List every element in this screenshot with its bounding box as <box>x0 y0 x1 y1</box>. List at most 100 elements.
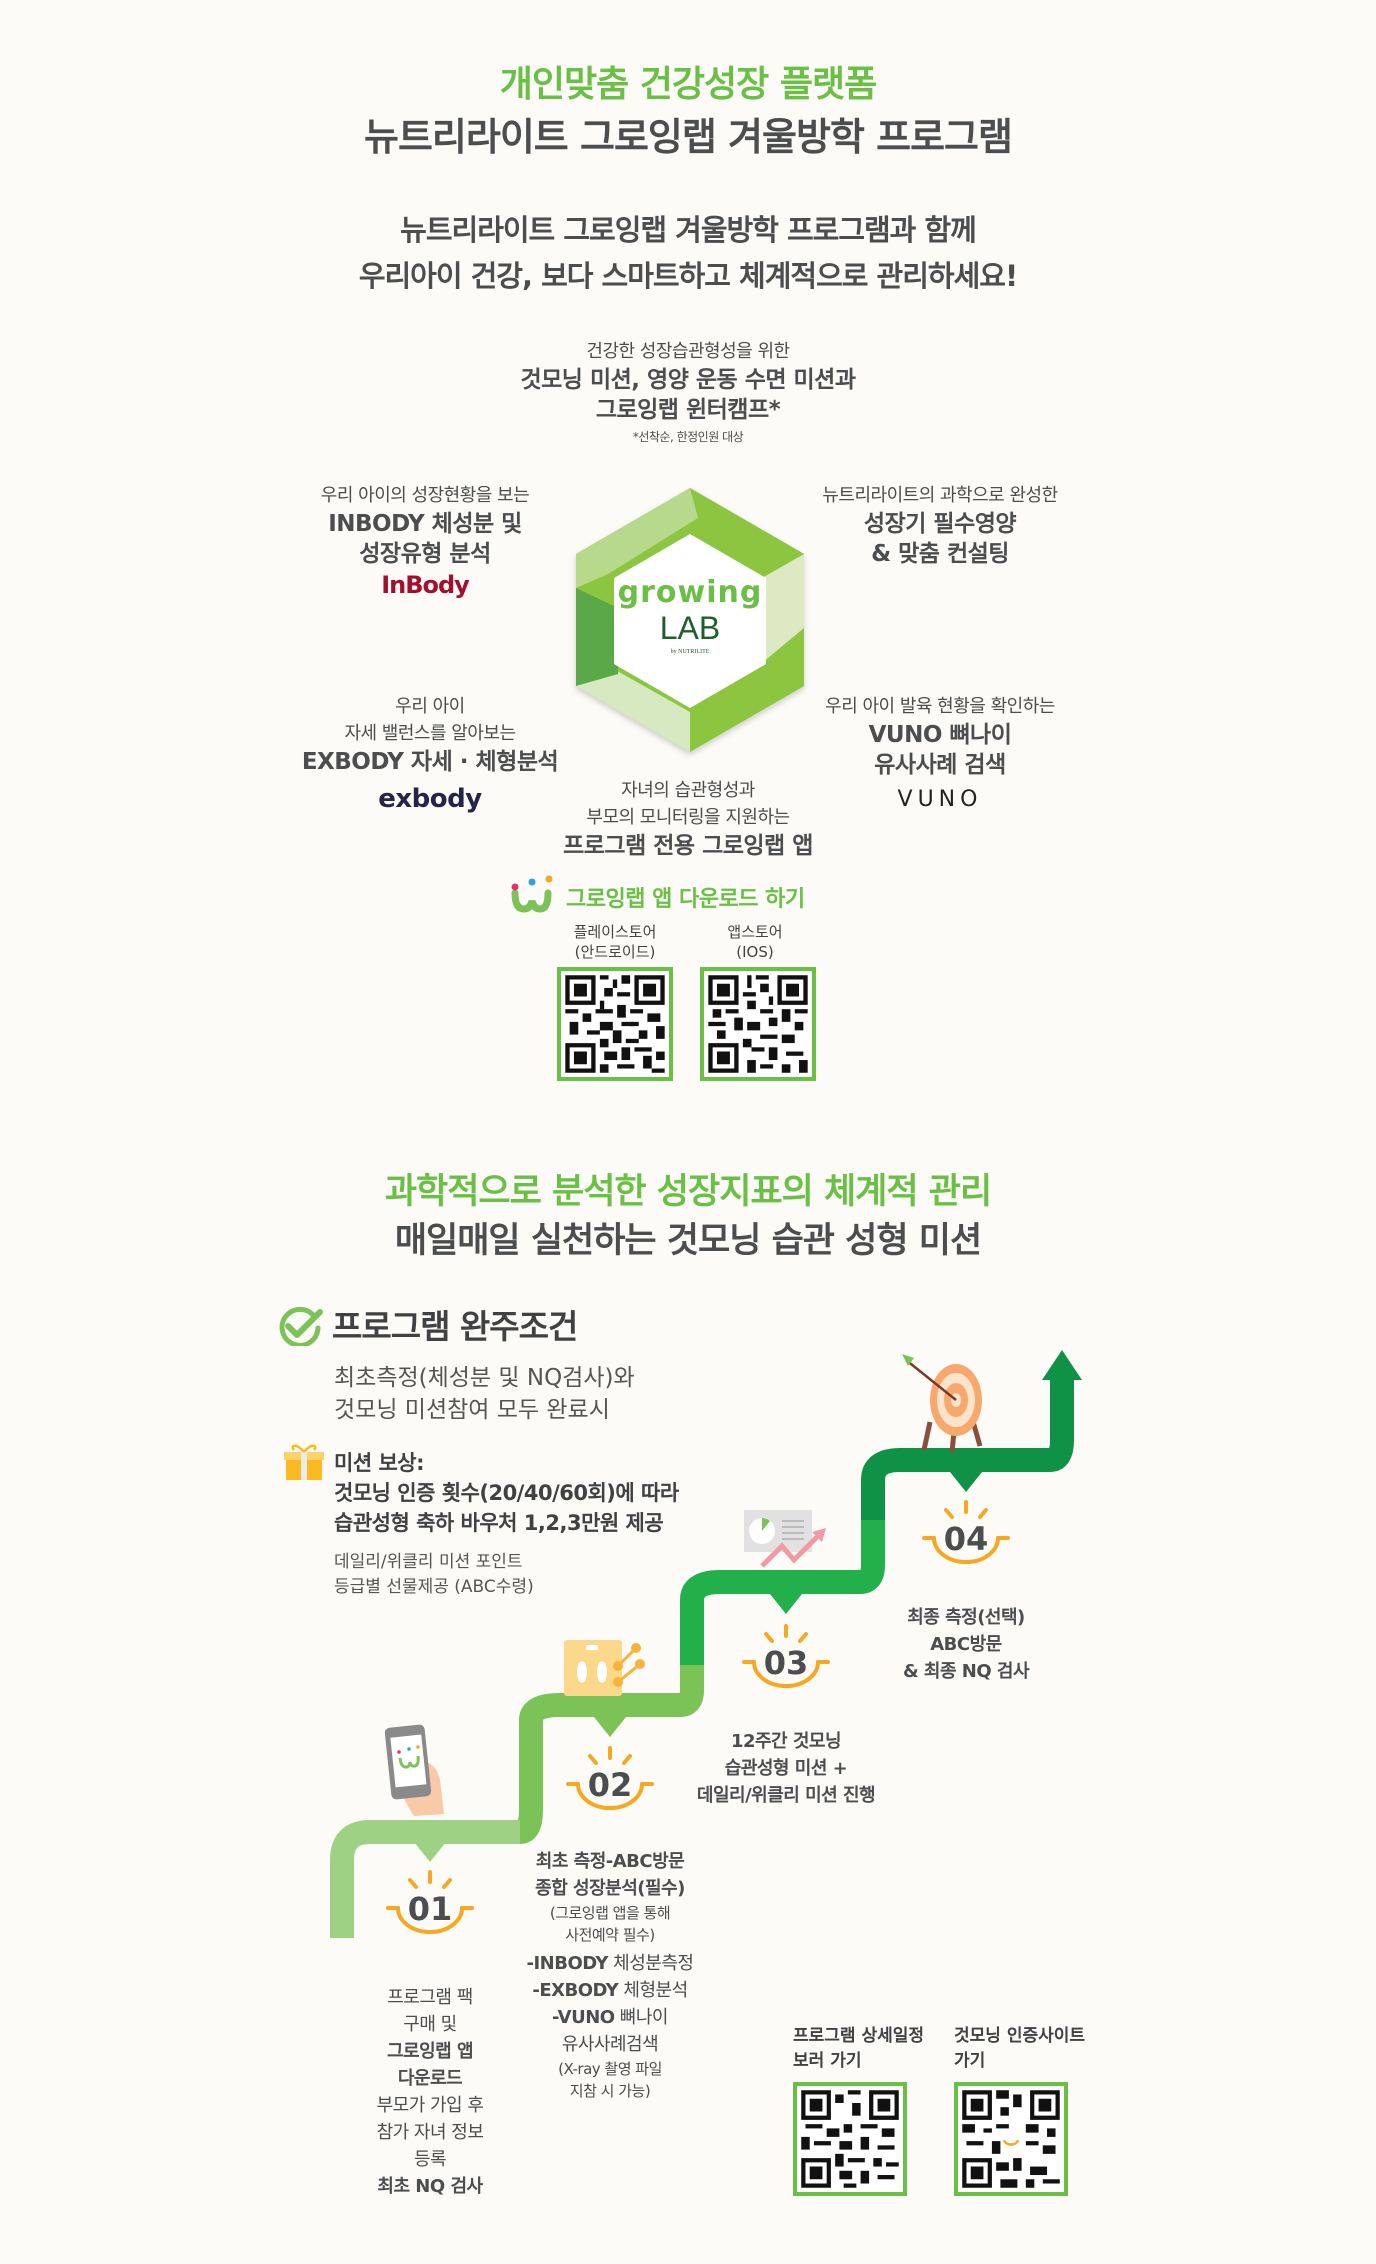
feature-title-2: 성장유형 분석 <box>359 541 491 567</box>
step-bold-line: 최초 측정-ABC방문 <box>535 1851 685 1872</box>
step-line: 부모가 가입 후 <box>376 2095 484 2116</box>
qr-code-icon <box>704 971 812 1077</box>
android-store-name: 플레이스토어 <box>573 923 657 941</box>
header-title: 뉴트리라이트 그로잉랩 겨울방학 프로그램 <box>364 115 1013 159</box>
step-line: 참가 자녀 정보 <box>376 2122 484 2143</box>
step-line: 프로그램 팩 <box>387 1987 473 2008</box>
item-text: 뼈나이 <box>614 2007 669 2028</box>
cert-line-1: 것모닝 인증사이트 <box>954 2026 1086 2046</box>
schedule-link-label[interactable]: 프로그램 상세일정 보러 가기 <box>793 2024 924 2074</box>
header-subtitle: 개인맞춤 건강성장 플랫폼 <box>499 64 877 105</box>
reward-title: 미션 보상: <box>334 1451 424 1475</box>
feature-lead-1: 우리 아이 <box>395 696 465 717</box>
feature-note: *선착순, 한정인원 대상 <box>632 430 744 444</box>
hexagon-ring-icon <box>576 488 804 752</box>
step-bold-line: 종합 성장분석(필수) <box>535 1878 685 1899</box>
feature-lead: 뉴트리라이트의 과학으로 완성한 <box>822 485 1058 506</box>
download-label: 그로잉랩 앱 다운로드 하기 <box>566 887 805 912</box>
step-line: 등록 <box>413 2149 447 2170</box>
qr-code-icon <box>958 2086 1064 2192</box>
item-text: 체성분측정 <box>607 1953 694 1974</box>
ios-qr-code[interactable] <box>700 967 816 1081</box>
step-note: 사전예약 필수) <box>565 1926 655 1944</box>
archery-target-icon <box>902 1354 983 1452</box>
feature-title: EXBODY 자세 · 체형분석 <box>301 749 559 775</box>
feature-title-2: 유사사례 검색 <box>874 752 1006 778</box>
check-circle-icon <box>279 1306 323 1346</box>
completion-heading: 프로그램 완주조건 <box>332 1307 578 1346</box>
step-number: 03 <box>763 1644 809 1682</box>
android-os-name: (안드로이드) <box>574 943 656 961</box>
step-bold-line: 다운로드 <box>397 2068 463 2089</box>
step-note: 지참 시 가능) <box>569 2082 651 2100</box>
step-line: 유사사례검색 <box>561 2034 659 2055</box>
intro-line-1: 뉴트리라이트 그로잉랩 겨울방학 프로그램과 함께 <box>400 213 977 247</box>
step-bold-line: 최종 측정(선택) <box>907 1607 1025 1628</box>
condition-line-2: 것모닝 미션참여 모두 완료시 <box>334 1397 610 1423</box>
feature-lead-2: 부모의 모니터링을 지원하는 <box>586 807 790 828</box>
vuno-logo: VUNO <box>897 787 983 812</box>
feature-title: 프로그램 전용 그로잉랩 앱 <box>563 833 813 859</box>
completion-conditions: 최초측정(체성분 및 NQ검사)와 것모닝 미션참여 모두 완료시 <box>334 1362 635 1426</box>
intro-text: 뉴트리라이트 그로잉랩 겨울방학 프로그램과 함께 우리아이 건강, 보다 스마… <box>0 207 1376 299</box>
qr-code-icon <box>797 2086 903 2192</box>
schedule-qr-code[interactable] <box>793 2082 907 2196</box>
feature-nutrition: 뉴트리라이트의 과학으로 완성한 성장기 필수영양 & 맞춤 컨설팅 <box>790 482 1090 569</box>
step-note: (그로잉랩 앱을 통해 <box>549 1904 671 1922</box>
reward-text: 미션 보상: 것모닝 인증 횟수(20/40/60회)에 따라 습관성형 축하 … <box>334 1448 679 1538</box>
extra-rewards: 데일리/위클리 미션 포인트 등급별 선물제공 (ABC수령) <box>334 1550 534 1600</box>
ios-os-name: (IOS) <box>736 943 774 961</box>
growing-app-icon <box>511 875 553 913</box>
feature-lead-2: 자세 밸런스를 알아보는 <box>344 723 516 744</box>
feature-lead: 우리 아이의 성장현황을 보는 <box>320 485 530 506</box>
android-qr-code[interactable] <box>557 967 673 1081</box>
feature-lead: 우리 아이 발육 현황을 확인하는 <box>825 696 1055 717</box>
reward-line-1: 것모닝 인증 횟수(20/40/60회)에 따라 <box>334 1481 679 1505</box>
item-text: 체형분석 <box>618 1980 688 2001</box>
step-bold-line: 최초 NQ 검사 <box>377 2176 483 2197</box>
intro-line-2: 우리아이 건강, 보다 스마트하고 체계적으로 관리하세요! <box>358 259 1018 293</box>
qr-code-icon <box>561 971 669 1077</box>
step-04-badge: 04 <box>916 1500 1016 1564</box>
step-03-badge: 03 <box>736 1624 836 1688</box>
feature-winter-camp: 건강한 성장습관형성을 위한 것모닝 미션, 영양 운동 수면 미션과 그로잉랩… <box>438 338 938 449</box>
step-01-badge: 01 <box>380 1870 480 1934</box>
step-line: 구매 및 <box>403 2014 457 2035</box>
body-scale-icon <box>564 1640 645 1696</box>
extra-line-1: 데일리/위클리 미션 포인트 <box>334 1552 523 1572</box>
phone-in-hand-icon <box>384 1724 444 1816</box>
feature-title-1: INBODY 체성분 및 <box>328 511 522 537</box>
logo-word-growing: growing <box>617 575 763 610</box>
feature-title-2: 그로잉랩 윈터캠프* <box>595 397 781 423</box>
reward-line-2: 습관성형 축하 바우처 1,2,3만원 제공 <box>334 1511 664 1535</box>
cert-site-qr-code[interactable] <box>954 2082 1068 2196</box>
step-number: 02 <box>587 1766 633 1804</box>
section2-title-2: 매일매일 실천하는 것모닝 습관 성형 미션 <box>394 1221 982 1261</box>
android-label: 플레이스토어 (안드로이드) <box>545 922 685 962</box>
feature-title-1: VUNO 뼈나이 <box>868 722 1012 748</box>
extra-line-2: 등급별 선물제공 (ABC수령) <box>334 1577 534 1597</box>
sun-smile-icon <box>922 1500 1010 1564</box>
step-03-description: 12주간 것모닝 습관성형 미션 + 데일리/위클리 미션 진행 <box>676 1728 896 1809</box>
cert-site-link-label[interactable]: 것모닝 인증사이트 가기 <box>954 2024 1085 2074</box>
feature-title-1: 성장기 필수영양 <box>863 511 1017 537</box>
feature-exbody: 우리 아이 자세 밸런스를 알아보는 EXBODY 자세 · 체형분석 exbo… <box>280 693 580 821</box>
ios-label: 앱스토어 (IOS) <box>685 922 825 962</box>
sun-smile-icon <box>386 1870 474 1934</box>
logo-word-lab: LAB <box>659 610 721 646</box>
step-bold-line: ABC방문 <box>930 1634 1002 1655</box>
feature-vuno: 우리 아이 발육 현황을 확인하는 VUNO 뼈나이 유사사례 검색 VUNO <box>790 693 1090 820</box>
schedule-line-2: 보러 가기 <box>793 2051 862 2071</box>
item-brand: -INBODY <box>526 1953 609 1974</box>
inbody-logo: InBody <box>381 571 470 599</box>
feature-title-1: 것모닝 미션, 영양 운동 수면 미션과 <box>520 367 856 393</box>
cert-line-2: 가기 <box>954 2051 986 2071</box>
condition-line-1: 최초측정(체성분 및 NQ검사)와 <box>334 1365 635 1391</box>
step-02-badge: 02 <box>560 1746 660 1810</box>
logo-byline: by NUTRILITE <box>670 649 710 655</box>
step-bold-line: 습관성형 미션 + <box>724 1758 848 1779</box>
download-heading: 그로잉랩 앱 다운로드 하기 <box>510 875 870 915</box>
feature-inbody: 우리 아이의 성장현황을 보는 INBODY 체성분 및 성장유형 분석 InB… <box>270 482 580 601</box>
exbody-logo: exbody <box>378 784 482 814</box>
